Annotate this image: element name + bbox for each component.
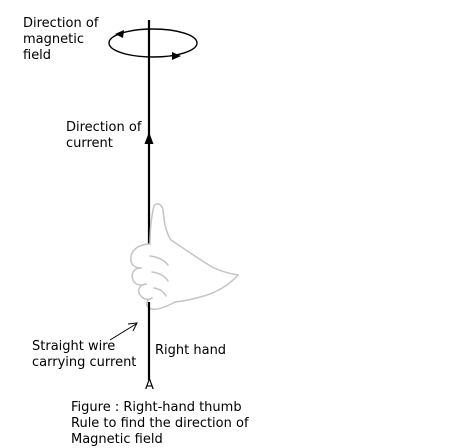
right-hand-icon	[130, 203, 239, 310]
current-direction-label: Direction of current	[66, 120, 142, 151]
magnetic-field-loop	[108, 28, 198, 58]
wire-pointer-arrow-icon	[127, 322, 138, 332]
right-hand-label: Right hand	[155, 343, 227, 358]
figure-caption: Figure : Right-hand thumb Rule to find t…	[71, 400, 249, 447]
point-a-label: A	[145, 378, 154, 393]
current-arrow-icon	[144, 132, 154, 144]
field-arrow-right-icon	[172, 52, 181, 60]
straight-wire-label: Straight wire carrying current	[32, 339, 137, 370]
magnetic-field-label: Direction of magnetic field	[23, 16, 99, 63]
wire-pointer-line	[109, 323, 137, 341]
field-arrow-left-icon	[115, 30, 124, 38]
